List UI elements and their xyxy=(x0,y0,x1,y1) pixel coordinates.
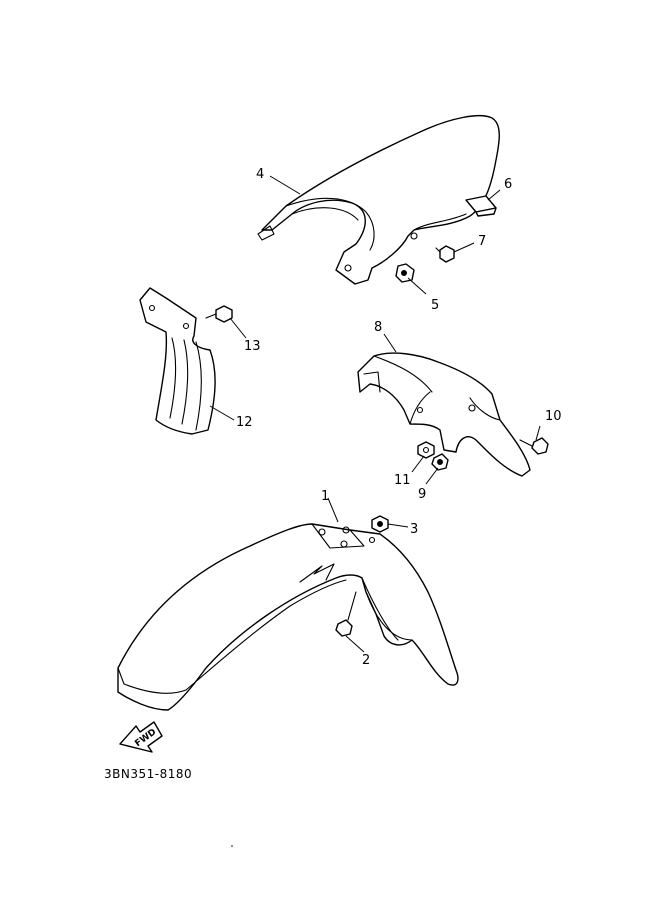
fwd-arrow-icon: FWD xyxy=(119,721,163,753)
bolt-13-part xyxy=(205,305,233,323)
callout-2: 2 xyxy=(362,653,370,668)
mud-flap-part xyxy=(139,287,216,435)
callout-13: 13 xyxy=(244,339,261,354)
front-fender-part xyxy=(117,523,459,711)
callout-1: 1 xyxy=(321,489,329,504)
collar-9-part xyxy=(431,453,449,471)
callout-6: 6 xyxy=(504,177,512,192)
screw-7-part xyxy=(435,245,455,263)
callout-numbers: 4 6 7 5 8 10 11 9 12 13 1 3 2 xyxy=(236,167,562,668)
diagram-code: 3BN351-8180 xyxy=(104,767,192,781)
rear-fender-cowl-part xyxy=(257,115,500,285)
callout-11: 11 xyxy=(394,473,411,488)
callout-12: 12 xyxy=(236,415,253,430)
bolt-10-part xyxy=(519,437,549,455)
callout-8: 8 xyxy=(374,320,382,335)
callout-5: 5 xyxy=(431,298,439,313)
stray-dot xyxy=(231,845,233,847)
callout-7: 7 xyxy=(478,234,486,249)
nut-11-part xyxy=(417,441,435,459)
collar-3-part xyxy=(371,515,389,533)
bolt-5-part xyxy=(395,263,415,283)
callout-3: 3 xyxy=(410,522,418,537)
callout-10: 10 xyxy=(545,409,562,424)
leader-lines xyxy=(209,175,541,653)
callout-9: 9 xyxy=(418,487,426,502)
callout-4: 4 xyxy=(256,167,264,182)
bolt-2-part xyxy=(335,591,357,637)
rear-fender-part xyxy=(357,352,531,477)
